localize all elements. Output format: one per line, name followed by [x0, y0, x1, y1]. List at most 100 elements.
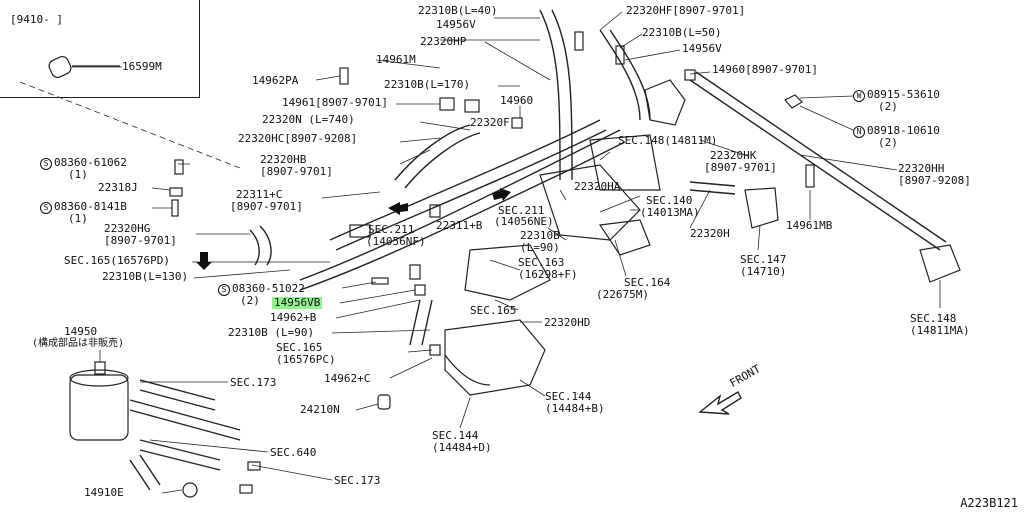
- label-22320hb[interactable]: 22320HB: [260, 153, 307, 166]
- document-code: A223B121: [960, 496, 1018, 510]
- label-sec173-b[interactable]: SEC.173: [334, 474, 381, 487]
- label-14962pa[interactable]: 14962PA: [252, 74, 299, 87]
- label-sec148-14811m[interactable]: SEC.148(14811M): [618, 134, 718, 147]
- label-22320hc[interactable]: 22320HC[8907-9208]: [238, 132, 358, 145]
- inset-part-label: 16599M: [122, 60, 162, 73]
- label-08915-qty: (2): [878, 100, 898, 113]
- inset-date-range: [9410- ]: [10, 13, 63, 26]
- label-22320hg[interactable]: 22320HG: [104, 222, 151, 235]
- label-22310b-l130[interactable]: 22310B(L=130): [102, 270, 189, 283]
- label-sec147-part: (14710): [740, 265, 787, 278]
- label-14950[interactable]: 14950: [64, 325, 98, 338]
- label-sec211-a[interactable]: SEC.211: [498, 204, 545, 217]
- label-14962c[interactable]: 14962+C: [324, 372, 371, 385]
- label-sec164[interactable]: SEC.164: [624, 276, 671, 289]
- engine-components: [444, 79, 961, 396]
- label-22320f[interactable]: 22320F: [470, 116, 510, 129]
- label-sec163-part: (16298+F): [518, 268, 578, 281]
- label-08360-8141b-qty: (1): [68, 212, 88, 225]
- label-24210n[interactable]: 24210N: [300, 403, 340, 416]
- label-22320hd[interactable]: 22320HD: [544, 316, 591, 329]
- label-08360-8141b-text: 08360-8141B: [54, 200, 127, 213]
- label-sec144-b[interactable]: SEC.144: [432, 429, 479, 442]
- s-marker-icon-3: S: [218, 284, 230, 296]
- s-marker-icon-2: S: [40, 202, 52, 214]
- label-08918-qty: (2): [878, 136, 898, 149]
- w-marker-icon: W: [853, 90, 865, 102]
- label-sec173-a[interactable]: SEC.173: [230, 376, 277, 389]
- label-sec140[interactable]: SEC.140: [646, 194, 693, 207]
- label-08360-61062-qty: (1): [68, 168, 88, 181]
- label-22320hh[interactable]: 22320HH: [898, 162, 945, 175]
- flow-arrows: [196, 188, 511, 270]
- label-14956v-right[interactable]: 14956V: [682, 42, 722, 55]
- label-sec148-ma[interactable]: SEC.148: [910, 312, 957, 325]
- label-22311c-date: [8907-9701]: [230, 200, 303, 213]
- inset-hose-plug: [19, 55, 241, 169]
- leader-lines: [72, 11, 941, 494]
- label-sec165-pc-part: (16576PC): [276, 353, 336, 366]
- label-sec148-ma-part: (14811MA): [910, 324, 970, 337]
- label-22320n[interactable]: 22320N (L=740): [262, 113, 355, 126]
- label-08918-text: 08918-10610: [867, 124, 940, 137]
- label-14961m[interactable]: 14961M: [376, 53, 416, 66]
- label-22311c[interactable]: 22311+C: [236, 188, 283, 201]
- label-sec165[interactable]: SEC.165: [470, 304, 517, 317]
- label-22320hp[interactable]: 22320HP: [420, 35, 467, 48]
- label-22310b-l90a-len: (L=90): [520, 241, 560, 254]
- label-sec163[interactable]: SEC.163: [518, 256, 565, 269]
- label-14961mb[interactable]: 14961MB: [786, 219, 833, 232]
- n-marker-icon: N: [853, 126, 865, 138]
- label-22320hb-date: [8907-9701]: [260, 165, 333, 178]
- label-sec165-pc[interactable]: SEC.165: [276, 341, 323, 354]
- label-14960-8907[interactable]: 14960[8907-9701]: [712, 63, 818, 76]
- label-sec211-a-part: (14056NE): [494, 215, 554, 228]
- front-arrow: [698, 391, 742, 415]
- label-22310b-l40[interactable]: 22310B(L=40): [418, 4, 498, 17]
- label-14962b[interactable]: 14962+B: [270, 311, 317, 324]
- label-14950-note: (構成部品は非販売): [32, 338, 125, 349]
- label-sec140-part: (14013MA): [640, 206, 700, 219]
- s-marker-icon: S: [40, 158, 52, 170]
- label-sec211-b-part: (14056NF): [366, 235, 426, 248]
- label-08360-51022-qty: (2): [240, 294, 260, 307]
- label-14910e[interactable]: 14910E: [84, 486, 124, 499]
- canister-14950: [69, 361, 129, 441]
- label-sec144-a[interactable]: SEC.144: [545, 390, 592, 403]
- label-sec144-b-part: (14484+D): [432, 441, 492, 454]
- label-22311b[interactable]: 22311+B: [436, 219, 483, 232]
- label-22320ha[interactable]: 22320HA: [574, 180, 621, 193]
- label-22320hh-date: [8907-9208]: [898, 174, 971, 187]
- label-22318j[interactable]: 22318J: [98, 181, 138, 194]
- label-sec164-part: (22675M): [596, 288, 649, 301]
- label-08360-51022-text: 08360-51022: [232, 282, 305, 295]
- inset-frame: [0, 0, 200, 98]
- label-22310b-l90a[interactable]: 22310B: [520, 229, 560, 242]
- label-14961-8907[interactable]: 14961[8907-9701]: [282, 96, 388, 109]
- label-22310b-l170[interactable]: 22310B(L=170): [384, 78, 471, 91]
- label-08915-text: 08915-53610: [867, 88, 940, 101]
- label-14956vb-highlighted[interactable]: 14956VB: [272, 296, 323, 309]
- label-22320hf[interactable]: 22320HF[8907-9701]: [626, 4, 746, 17]
- label-14956v-top[interactable]: 14956V: [436, 18, 476, 31]
- label-22320hg-date: [8907-9701]: [104, 234, 177, 247]
- label-sec211-b[interactable]: SEC.211: [368, 223, 415, 236]
- label-22320hk-date: [8907-9701]: [704, 161, 777, 174]
- label-22320h[interactable]: 22320H: [690, 227, 730, 240]
- label-sec144-a-part: (14484+B): [545, 402, 605, 415]
- label-08360-61062-text: 08360-61062: [54, 156, 127, 169]
- label-22310b-l50[interactable]: 22310B(L=50): [642, 26, 722, 39]
- label-22320hk[interactable]: 22320HK: [710, 149, 757, 162]
- label-sec640[interactable]: SEC.640: [270, 446, 317, 459]
- label-14960[interactable]: 14960: [500, 94, 534, 107]
- label-22310b-l90b[interactable]: 22310B (L=90): [228, 326, 315, 339]
- label-sec147[interactable]: SEC.147: [740, 253, 787, 266]
- label-sec165-pd[interactable]: SEC.165(16576PD): [64, 254, 170, 267]
